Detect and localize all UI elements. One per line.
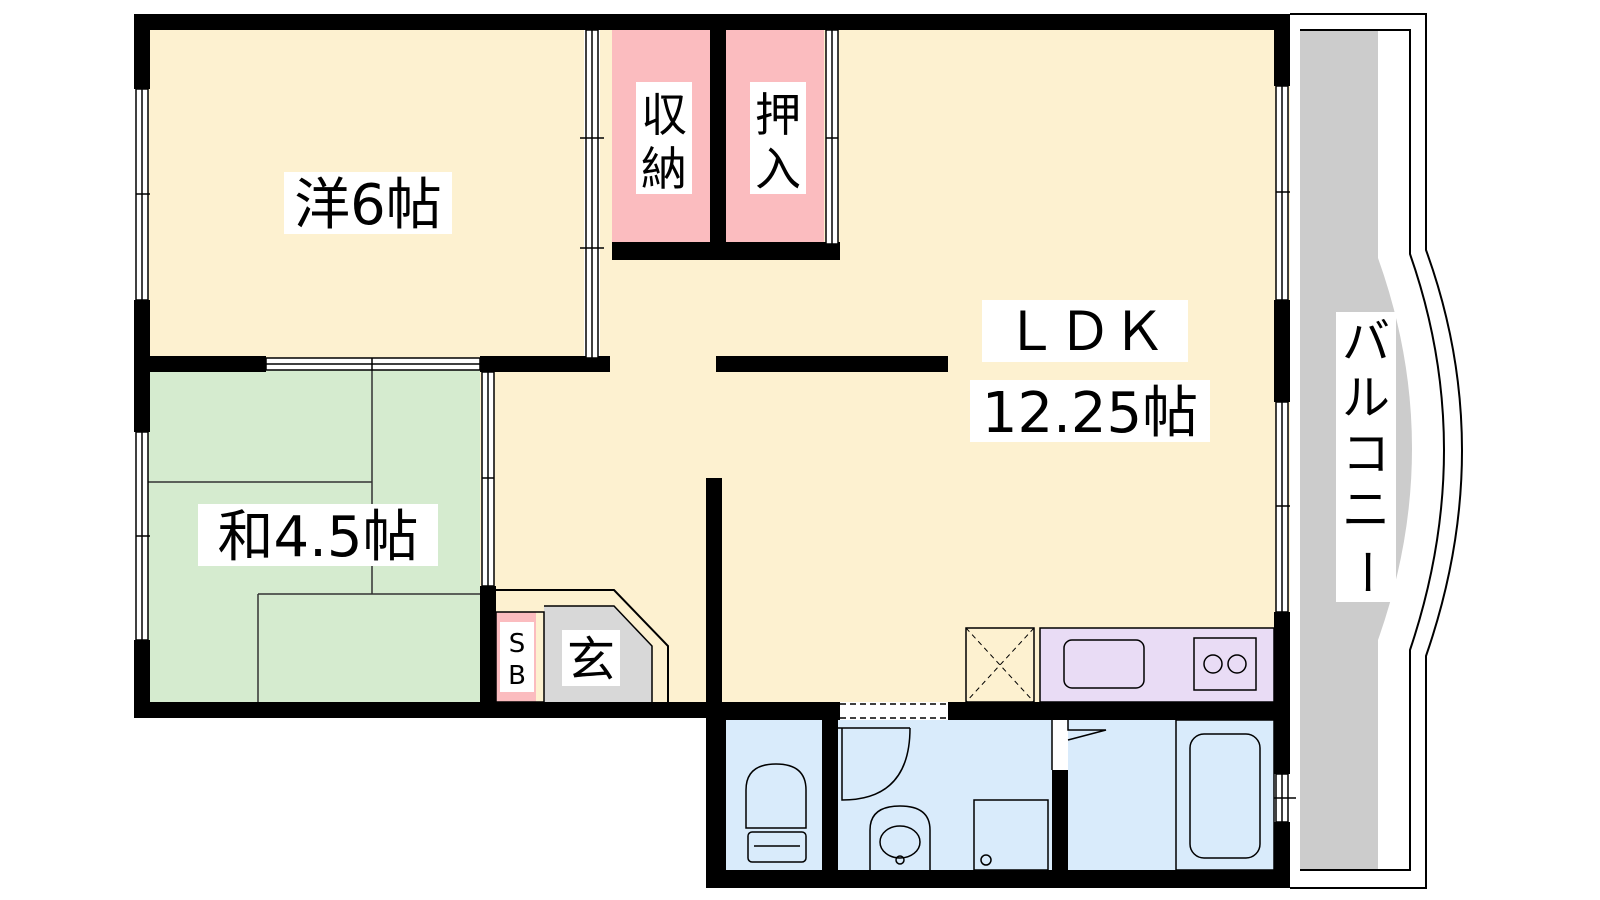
shoebox-label-bottom: B [508,661,526,691]
entrance-inner [544,605,653,702]
entrance-label: 玄 [567,632,615,688]
washing-machine [973,799,1049,871]
labels: 洋6帖 収 納 押 入 ＬＤＫ 12.25帖 和4.5帖 S B 玄 バ ル コ… [198,82,1396,692]
wall-japanese-top-a [148,356,266,372]
balcony-outline [1290,13,1463,889]
balcony-char-5: ー [1338,548,1394,596]
kitchen-sink [1063,639,1145,689]
wall-right-1 [1274,14,1290,86]
entrance-step [496,589,669,702]
wall-wet-bottom [706,870,1290,888]
wall-storage-bottom [612,242,840,260]
wall-storage-divider [710,30,726,258]
wet-fixtures [745,703,1275,871]
wall-top [134,14,1290,30]
wall-ldk-partition [716,356,948,372]
balcony-char-3: コ [1342,426,1390,482]
japanese-room-label: 和4.5帖 [217,505,418,570]
balcony-char-1: バ [1342,314,1390,370]
wall-japanese-top-b [480,356,610,372]
burner-left [1203,654,1223,674]
ldk-label: ＬＤＫ [1004,300,1166,363]
washroom-door-swing [841,727,911,801]
western-room-label: 洋6帖 [294,173,442,238]
wall-right-2 [1274,300,1290,402]
shoebox-outline [495,611,545,703]
wall-hall [706,478,722,718]
wall-left-lower [134,640,150,718]
toilet-tank [747,831,807,863]
closet-label-bottom: 入 [755,142,801,196]
wall-wet-top-b [948,702,1290,720]
balcony-char-4: ニ [1342,482,1390,538]
wall-right-4 [1274,822,1290,888]
wall-wet-top-a [706,702,840,720]
bath-door [1067,720,1107,741]
storage-label-bottom: 納 [641,142,687,196]
window-divider-lines [136,30,1296,822]
wall-bottom-left [134,702,724,718]
wall-right-3 [1274,612,1290,774]
wall-wet-left [706,702,726,888]
burner-right [1227,654,1247,674]
wall-left-upper [134,14,150,89]
washbasin [869,805,931,870]
balcony-char-2: ル [1342,370,1390,426]
walls [134,14,1290,888]
wall-wash-divider [1052,770,1068,880]
ldk-size-label: 12.25帖 [982,381,1198,446]
closet-label-top: 押 [755,88,801,142]
kitchen [965,627,1275,703]
wall-japanese-right [480,586,496,708]
wall-toilet-divider [822,720,838,880]
bathtub-inner [1189,733,1261,859]
toilet [745,763,807,829]
shoebox-label-top: S [509,629,526,659]
storage-label-top: 収 [641,88,687,142]
wall-left-mid [134,300,150,432]
